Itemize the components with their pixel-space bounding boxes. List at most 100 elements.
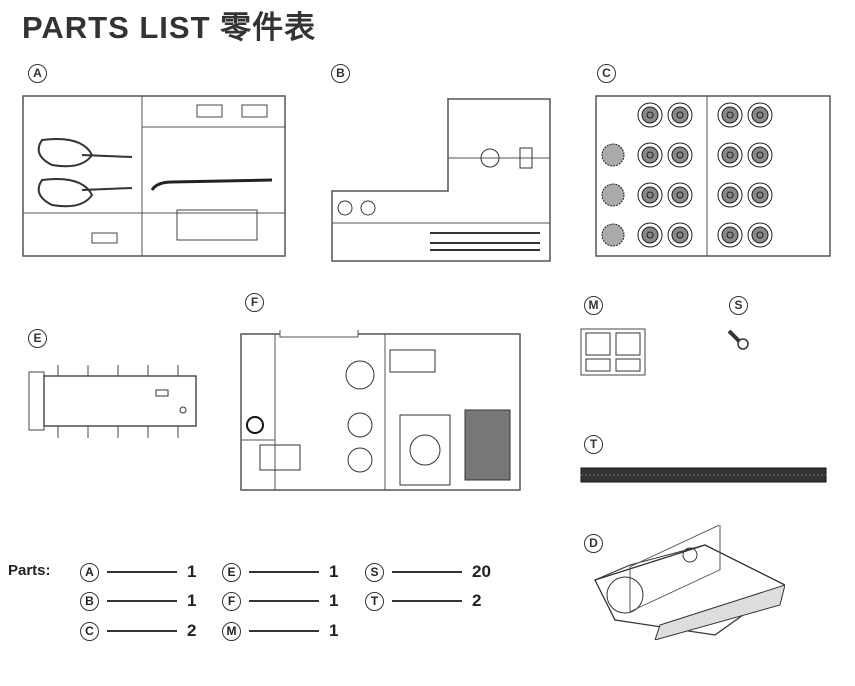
road-wheel [667, 182, 693, 208]
road-wheel [726, 151, 734, 159]
road-wheel [671, 106, 689, 124]
road-wheel [721, 146, 739, 164]
road-wheel [721, 186, 739, 204]
part-id-badge: B [80, 591, 99, 611]
sprue-label-d: D [584, 534, 603, 553]
sprue-label-m: M [584, 296, 603, 315]
part-quantity: 1 [329, 591, 339, 610]
road-wheel [641, 106, 659, 124]
parts-row-s: S 20 [365, 562, 498, 582]
parts-heading: Parts: [8, 562, 51, 579]
sprue-label-e: E [28, 329, 47, 348]
part-quantity: 1 [187, 562, 197, 581]
road-wheel [646, 111, 654, 119]
road-wheel [676, 151, 684, 159]
part-id-badge: F [222, 591, 241, 611]
road-wheel [641, 186, 659, 204]
sprocket-wheel [601, 223, 625, 247]
road-wheel [637, 142, 663, 168]
part-quantity: 2 [187, 621, 197, 640]
road-wheel [671, 226, 689, 244]
road-wheel [667, 142, 693, 168]
road-wheel [756, 231, 764, 239]
road-wheel [756, 151, 764, 159]
page-title: PARTS LIST 零件表 [22, 10, 317, 45]
part-quantity: 1 [329, 621, 339, 640]
part-id-badge: E [222, 562, 241, 582]
sprue-c-drawing [595, 95, 831, 257]
screw-drawing [727, 329, 749, 350]
leader-line [107, 600, 177, 602]
leader-line [392, 600, 462, 602]
road-wheel [637, 102, 663, 128]
road-wheel [751, 106, 769, 124]
sprue-label-c: C [597, 64, 616, 83]
sprocket-wheel [601, 143, 625, 167]
road-wheel [726, 111, 734, 119]
road-wheel [726, 191, 734, 199]
leader-line [249, 571, 319, 573]
sprue-e-drawing [28, 365, 197, 438]
road-wheel [747, 102, 773, 128]
track-drawing [580, 467, 827, 483]
sprue-label-t: T [584, 435, 603, 454]
sprue-label-b: B [331, 64, 350, 83]
road-wheel [637, 222, 663, 248]
part-id-badge: S [365, 562, 384, 582]
road-wheel [717, 142, 743, 168]
road-wheel [646, 191, 654, 199]
sprue-label-s: S [729, 296, 748, 315]
road-wheel [671, 146, 689, 164]
road-wheel [637, 182, 663, 208]
road-wheel [747, 142, 773, 168]
sprue-label-a: A [28, 64, 47, 83]
road-wheel [671, 186, 689, 204]
road-wheel [646, 151, 654, 159]
road-wheel [676, 111, 684, 119]
road-wheel [747, 222, 773, 248]
road-wheel [641, 226, 659, 244]
part-id-badge: M [222, 621, 241, 641]
part-id-badge: T [365, 591, 384, 611]
part-quantity: 1 [187, 591, 197, 610]
road-wheel [721, 106, 739, 124]
road-wheel [717, 182, 743, 208]
road-wheel [756, 191, 764, 199]
road-wheel [676, 231, 684, 239]
road-wheel [717, 222, 743, 248]
part-id-badge: C [80, 621, 99, 641]
road-wheel [646, 231, 654, 239]
road-wheel [641, 146, 659, 164]
part-quantity: 20 [472, 562, 491, 581]
sprue-b-drawing [331, 98, 551, 262]
road-wheel [751, 226, 769, 244]
part-id-badge: A [80, 562, 99, 582]
road-wheel [751, 146, 769, 164]
road-wheel [726, 231, 734, 239]
road-wheel [747, 182, 773, 208]
road-wheel [756, 111, 764, 119]
part-quantity: 1 [329, 562, 339, 581]
leader-line [107, 571, 177, 573]
road-wheel [721, 226, 739, 244]
road-wheel [667, 222, 693, 248]
hull-part-d-drawing [594, 525, 785, 640]
part-quantity: 2 [472, 591, 482, 610]
road-wheel [676, 191, 684, 199]
sprue-label-f: F [245, 293, 264, 312]
leader-line [249, 600, 319, 602]
sprue-a-drawing [22, 95, 286, 257]
sprue-f-drawing [240, 330, 521, 491]
sprue-m-drawing [580, 328, 646, 376]
road-wheel [717, 102, 743, 128]
road-wheel [751, 186, 769, 204]
leader-line [249, 630, 319, 632]
